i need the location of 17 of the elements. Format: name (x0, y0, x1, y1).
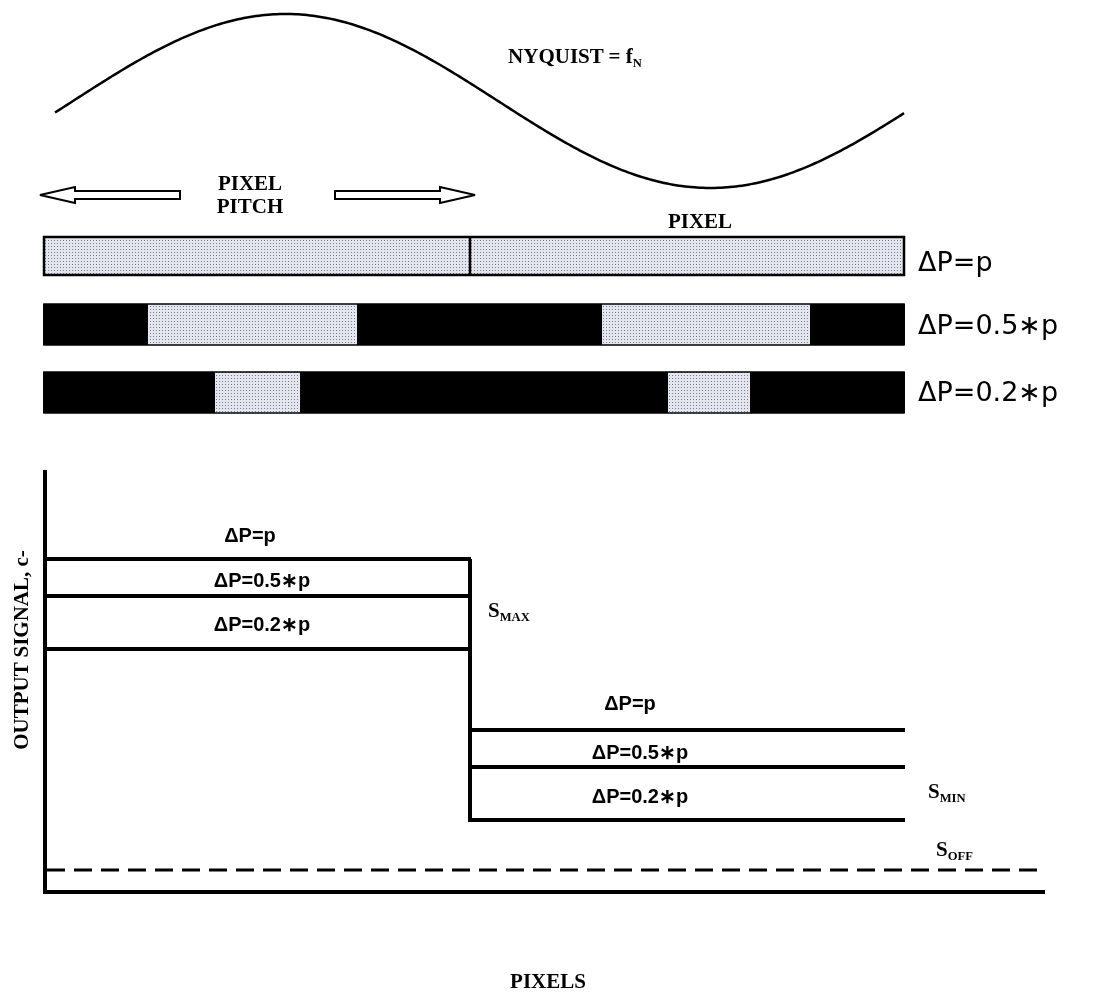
text-label: ΔP=0.2∗p (213, 613, 311, 635)
text-label: S$_{OFF}$ (936, 838, 973, 864)
text-label: S$_{MAX}$ (488, 599, 530, 625)
text-label: ΔP=p (918, 247, 993, 277)
text-label: NYQUIST = f$_{N}$ (508, 45, 642, 71)
text-label: S$_{MIN}$ (928, 780, 966, 806)
axis-title: OUTPUT SIGNAL, c- (10, 550, 34, 750)
text-label: PIXELS (510, 970, 586, 994)
text-label: ΔP=0.5∗p (213, 569, 311, 591)
text-label: ΔP=0.2∗p (918, 377, 1059, 407)
text-label: ΔP=0.5∗p (591, 741, 689, 763)
text-label: ΔP=p (224, 524, 276, 546)
dimension-label: PIXEL PITCH (215, 171, 285, 219)
text-label: ΔP=0.5∗p (918, 310, 1059, 340)
text-label: ΔP=p (604, 692, 656, 714)
text-label: PIXEL (667, 210, 733, 234)
text-label: ΔP=0.2∗p (591, 785, 689, 807)
